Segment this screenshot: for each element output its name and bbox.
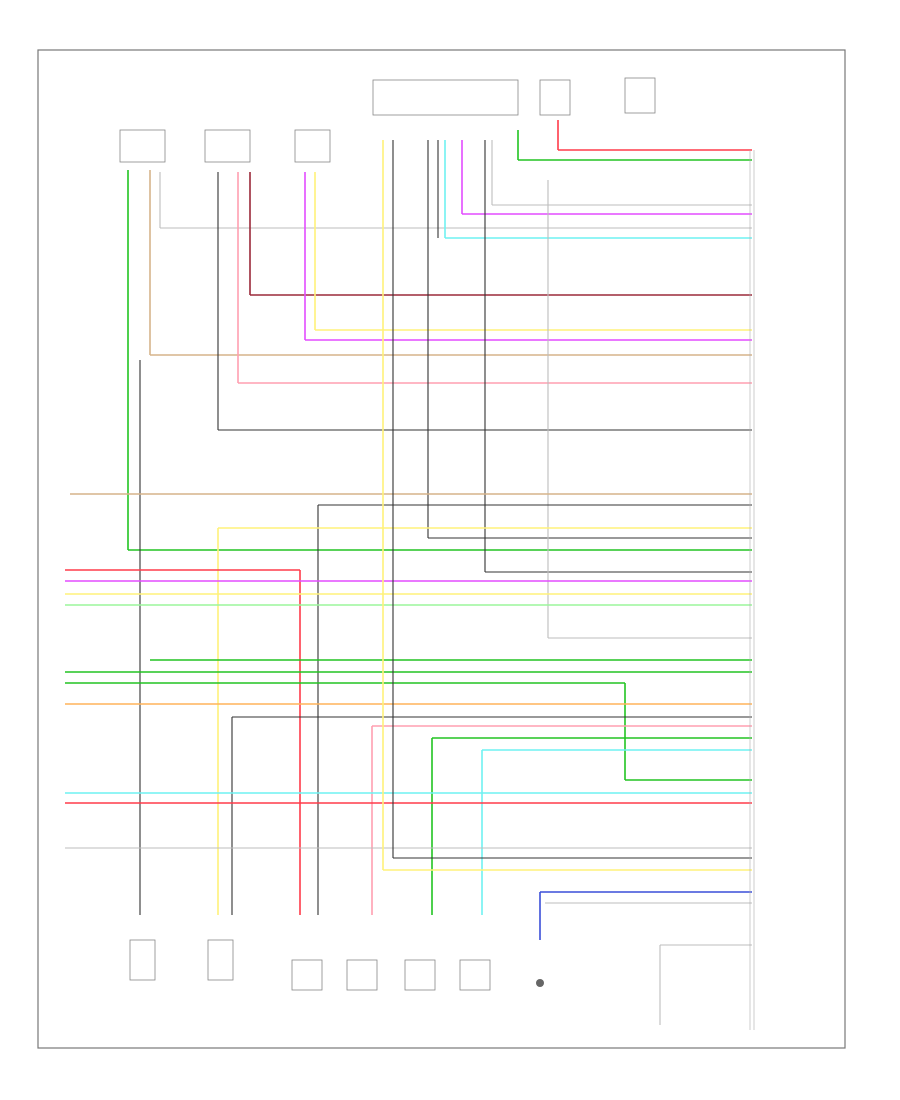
diagram-frame: [37, 49, 846, 1049]
injector-2: [346, 959, 378, 991]
injector-3: [404, 959, 436, 991]
bottom-components: [129, 939, 544, 991]
relay-small-component: [539, 79, 571, 116]
injector-4: [459, 959, 491, 991]
sensor-component-2: [204, 129, 251, 163]
sensor-component-3: [294, 129, 331, 163]
injector-1: [291, 959, 323, 991]
top-components: [119, 77, 656, 163]
sensor-bottom-2: [207, 939, 234, 981]
fuse-component: [624, 77, 656, 114]
wire-harness: [65, 120, 752, 1025]
sensor-bottom-1: [129, 939, 156, 981]
sensor-component-1: [119, 129, 166, 163]
connector-pins: [749, 150, 755, 1030]
ground-symbol: [536, 979, 544, 987]
relay-component: [372, 79, 519, 116]
